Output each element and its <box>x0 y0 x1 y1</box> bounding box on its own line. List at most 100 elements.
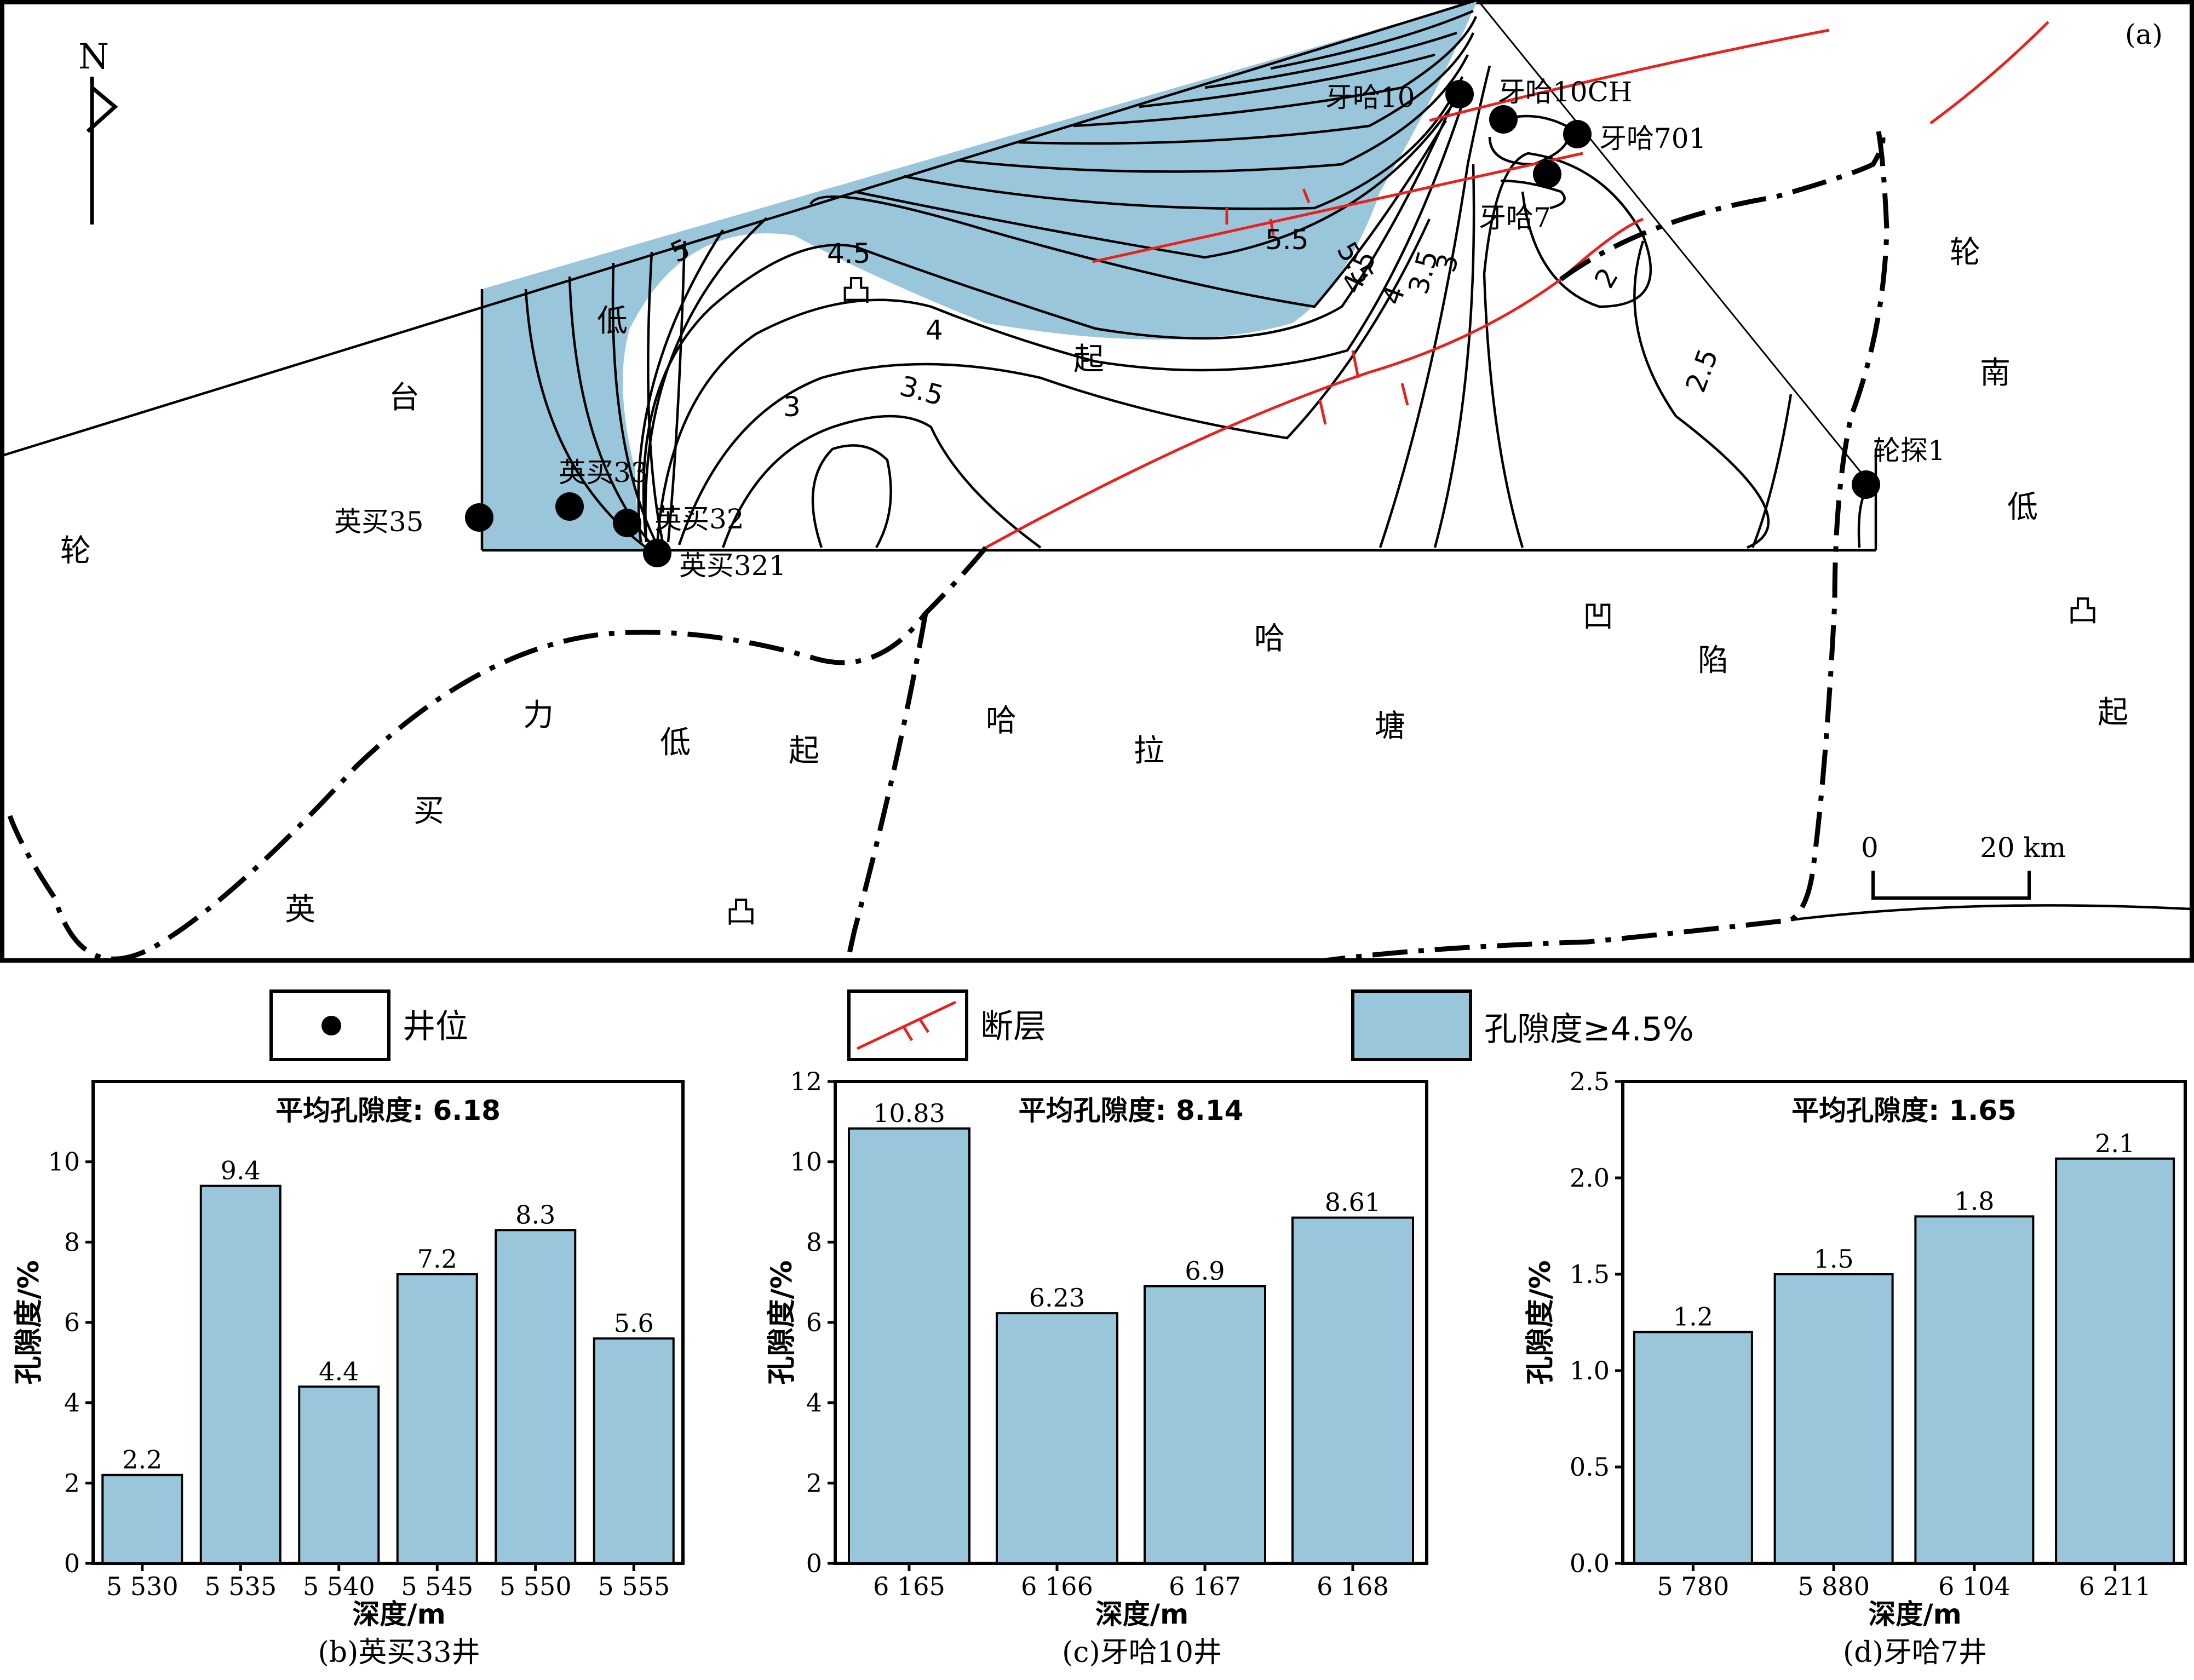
well-marker <box>1445 80 1474 108</box>
legend-porosity-label: 孔隙度≥4.5% <box>1484 1010 1694 1049</box>
x-tick-label: 6 211 <box>2079 1572 2151 1601</box>
bar-value-label: 2.2 <box>122 1445 162 1475</box>
bar <box>298 1385 380 1564</box>
well-label: 英买32 <box>654 503 744 535</box>
well-label: 英买33 <box>559 457 648 488</box>
structural-boundaries <box>7 129 1889 963</box>
legend-fault-icon <box>856 1000 957 1050</box>
well-marker <box>555 492 584 521</box>
y-tick-label: 0.0 <box>1570 1549 1610 1578</box>
y-tick-label: 0.5 <box>1570 1452 1610 1482</box>
contour-label: 3 <box>783 391 801 423</box>
x-tick-label: 6 104 <box>1938 1572 2011 1601</box>
x-tick-label: 6 165 <box>873 1572 945 1601</box>
region-char: 英 <box>285 892 315 928</box>
scale-bar-line <box>1871 871 2031 900</box>
region-char: 低 <box>2007 490 2038 525</box>
bar-value-label: 7.2 <box>417 1244 457 1274</box>
well-label: 牙哈10 <box>1325 82 1415 113</box>
north-arrow-icon <box>86 77 118 225</box>
well-label: 轮探1 <box>1873 435 1945 467</box>
x-axis-label: 深度/m <box>1095 1598 1188 1630</box>
y-tick-label: 1.5 <box>1570 1259 1610 1289</box>
scale-bar: 0 20 km <box>1861 832 2066 900</box>
region-char: 轮 <box>1950 235 1980 271</box>
bar-value-label: 1.2 <box>1673 1302 1713 1332</box>
region-char: 力 <box>523 698 554 733</box>
bar <box>996 1312 1118 1564</box>
well-label: 英买35 <box>334 506 424 538</box>
chart-title: 平均孔隙度: 8.14 <box>1019 1095 1244 1126</box>
well-label: 英买321 <box>679 550 786 582</box>
bar <box>848 1127 970 1565</box>
region-char: 凸 <box>841 273 871 309</box>
region-char: 台 <box>389 380 420 416</box>
x-tick-label: 5 530 <box>106 1572 179 1601</box>
chart-caption: (d)牙哈7井 <box>1843 1636 1987 1669</box>
x-tick-label: 5 550 <box>499 1572 572 1601</box>
x-tick-label: 5 555 <box>598 1572 670 1601</box>
well-labels: 牙哈10 牙哈10CH 牙哈701 牙哈7 英买33 英买35 英买32 英买3… <box>334 76 1945 582</box>
faults <box>985 21 2049 549</box>
y-tick-label: 6 <box>806 1308 822 1337</box>
y-tick-label: 10 <box>48 1147 80 1177</box>
bar <box>1633 1331 1753 1565</box>
contour-label: 4.5 <box>827 238 871 269</box>
scale-distance-label: 20 km <box>1980 832 2066 864</box>
region-char: 起 <box>789 733 819 769</box>
well-marker <box>613 509 641 537</box>
y-tick-label: 6 <box>64 1308 80 1337</box>
legend-porosity-swatch <box>1351 989 1472 1061</box>
y-tick-label: 4 <box>806 1388 822 1418</box>
bar <box>1291 1216 1414 1565</box>
bar <box>593 1337 675 1564</box>
chart-caption: (c)牙哈10井 <box>1062 1636 1222 1669</box>
contour-lines <box>524 9 1869 549</box>
well-marker <box>1489 105 1518 134</box>
region-char: 哈 <box>1254 621 1285 657</box>
region-char: 买 <box>413 793 444 829</box>
region-char: 哈 <box>986 703 1016 739</box>
bar <box>1773 1273 1894 1564</box>
bar <box>199 1184 282 1565</box>
bar-value-label: 2.1 <box>2095 1129 2135 1158</box>
y-tick-label: 1.0 <box>1570 1356 1610 1385</box>
well-label: 牙哈7 <box>1479 202 1551 234</box>
x-tick-label: 5 780 <box>1657 1572 1730 1601</box>
north-arrow: N <box>78 37 118 225</box>
x-tick-label: 6 166 <box>1021 1572 1093 1601</box>
panel-label-a: (a) <box>2125 19 2163 50</box>
bar-value-label: 5.6 <box>614 1308 654 1338</box>
plot-frame <box>1621 1080 2187 1565</box>
x-axis-label: 深度/m <box>1868 1598 1961 1630</box>
study-area-boundary-top <box>2 0 1478 457</box>
y-tick-label: 12 <box>790 1067 822 1096</box>
bar-value-label: 1.5 <box>1814 1244 1854 1274</box>
x-tick-label: 6 168 <box>1317 1572 1389 1601</box>
region-char: 轮 <box>60 533 91 569</box>
region-char: 低 <box>660 725 691 761</box>
well-marker <box>1563 120 1592 148</box>
bar <box>1144 1285 1266 1564</box>
well-markers <box>465 80 1880 567</box>
y-axis-label: 孔隙度/% <box>766 1260 799 1384</box>
bar-value-label: 8.3 <box>515 1200 555 1229</box>
x-tick-label: 5 535 <box>204 1572 277 1601</box>
porosity-contour-map: 5 4.5 4 3.5 3 5.5 5.5 4.5 4 3.5 3 2 2.5 … <box>0 0 2194 963</box>
region-char: 南 <box>1980 355 2011 391</box>
bar-value-label: 10.83 <box>873 1098 945 1128</box>
region-char: 陷 <box>1698 643 1728 678</box>
well-label: 牙哈10CH <box>1498 76 1632 108</box>
well-label: 牙哈701 <box>1599 123 1706 154</box>
x-tick-label: 5 545 <box>401 1572 473 1601</box>
chart-title: 平均孔隙度: 1.65 <box>1791 1095 2017 1126</box>
bar-value-label: 8.61 <box>1325 1188 1381 1217</box>
north-label: N <box>78 37 109 77</box>
region-char: 起 <box>1073 342 1104 377</box>
y-tick-label: 2.5 <box>1570 1067 1610 1096</box>
y-tick-label: 4 <box>64 1388 80 1418</box>
legend-well-icon <box>321 1016 341 1035</box>
bar-value-label: 6.23 <box>1029 1283 1085 1313</box>
scale-zero-label: 0 <box>1861 832 1879 864</box>
